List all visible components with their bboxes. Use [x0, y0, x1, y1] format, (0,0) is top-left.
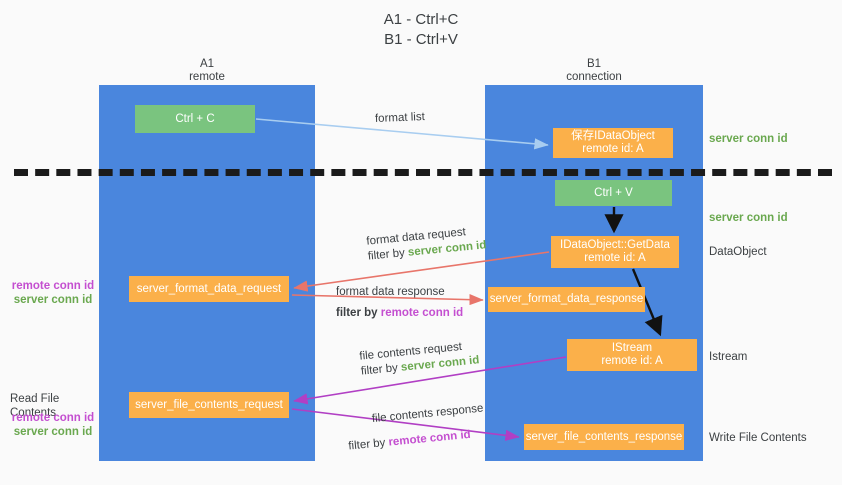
flow-fmt-resp-key: remote conn id: [380, 307, 464, 319]
phase-divider: [14, 169, 832, 176]
node-server-file-contents-response-label: server_file_contents_response: [525, 430, 683, 443]
label-server-conn-id-mid: server conn id: [709, 212, 788, 224]
page-title: A1 - Ctrl+C B1 - Ctrl+V: [0, 10, 842, 50]
node-getdata-line1: IDataObject::GetData: [560, 239, 670, 251]
node-idataobject-getdata[interactable]: IDataObject::GetData remote id: A: [551, 236, 679, 268]
flow-fmt-req-prefix: filter by: [367, 246, 409, 263]
label-dataobject: DataObject: [709, 246, 767, 258]
node-server-format-data-response[interactable]: server_format_data_response: [488, 287, 645, 312]
label-remote-conn-id-1: remote conn id: [11, 280, 95, 292]
node-istream[interactable]: IStream remote id: A: [567, 339, 697, 371]
node-server-format-data-request[interactable]: server_format_data_request: [129, 276, 289, 302]
lane-b1-sub: connection: [566, 71, 622, 83]
node-server-file-contents-request[interactable]: server_file_contents_request: [129, 392, 289, 418]
flow-file-resp-key: remote conn id: [387, 428, 472, 449]
node-server-format-data-response-label: server_format_data_response: [489, 293, 644, 305]
node-ctrl-v[interactable]: Ctrl + V: [555, 180, 672, 206]
flow-fmt-resp-prefix: filter by: [336, 307, 381, 319]
lane-header-b1: B1 connection: [485, 58, 703, 84]
flow-format-list-text: format list: [374, 111, 426, 125]
label-conn-ids-format: remote conn id server conn id: [10, 279, 96, 307]
flow-label-format-data-response: format data response filter by remote co…: [336, 285, 463, 321]
flow-fmt-resp-line1: format data response: [336, 286, 445, 298]
node-save-idataobject[interactable]: 保存IDataObject remote id: A: [553, 128, 673, 158]
flow-file-resp-line1: file contents response: [371, 402, 484, 426]
label-write-file-contents: Write File Contents: [709, 432, 807, 444]
lane-a1-name: A1: [199, 58, 215, 70]
node-server-file-contents-request-label: server_file_contents_request: [135, 398, 283, 411]
node-server-format-data-request-label: server_format_data_request: [136, 282, 282, 295]
label-server-conn-id-2: server conn id: [13, 426, 93, 438]
node-save-idataobject-line1: 保存IDataObject: [571, 130, 655, 142]
flow-label-file-contents-response: file contents response filter by remote …: [345, 401, 486, 454]
label-read-file-contents: Read File Contents: [10, 393, 60, 419]
title-line-1: A1 - Ctrl+C: [383, 11, 459, 28]
label-conn-ids-file: remote conn id server conn id: [10, 411, 96, 439]
node-save-idataobject-line2: remote id: A: [582, 143, 644, 155]
title-line-2: B1 - Ctrl+V: [384, 31, 458, 48]
node-istream-line2: remote id: A: [601, 355, 663, 367]
lane-a1-sub: remote: [189, 71, 225, 83]
node-ctrl-c-label: Ctrl + C: [175, 112, 215, 125]
label-remote-conn-id-2: remote conn id: [11, 412, 95, 424]
label-server-conn-id-1: server conn id: [13, 294, 93, 306]
flow-file-req-prefix: filter by: [360, 361, 402, 378]
node-getdata-line2: remote id: A: [584, 252, 646, 264]
lane-header-a1: A1 remote: [99, 58, 315, 84]
node-istream-line1: IStream: [611, 342, 653, 354]
lane-b1-name: B1: [586, 58, 602, 70]
label-istream: Istream: [709, 351, 748, 363]
node-ctrl-c[interactable]: Ctrl + C: [135, 105, 255, 133]
node-ctrl-v-label: Ctrl + V: [594, 186, 633, 199]
flow-file-resp-prefix: filter by: [347, 436, 390, 453]
flow-label-file-contents-request: file contents request filter by server c…: [359, 338, 480, 379]
flow-label-format-data-request: format data request filter by server con…: [366, 223, 487, 264]
flow-label-format-list: format list: [375, 110, 425, 127]
node-server-file-contents-response[interactable]: server_file_contents_response: [524, 424, 684, 450]
label-server-conn-id-top: server conn id: [709, 133, 788, 145]
